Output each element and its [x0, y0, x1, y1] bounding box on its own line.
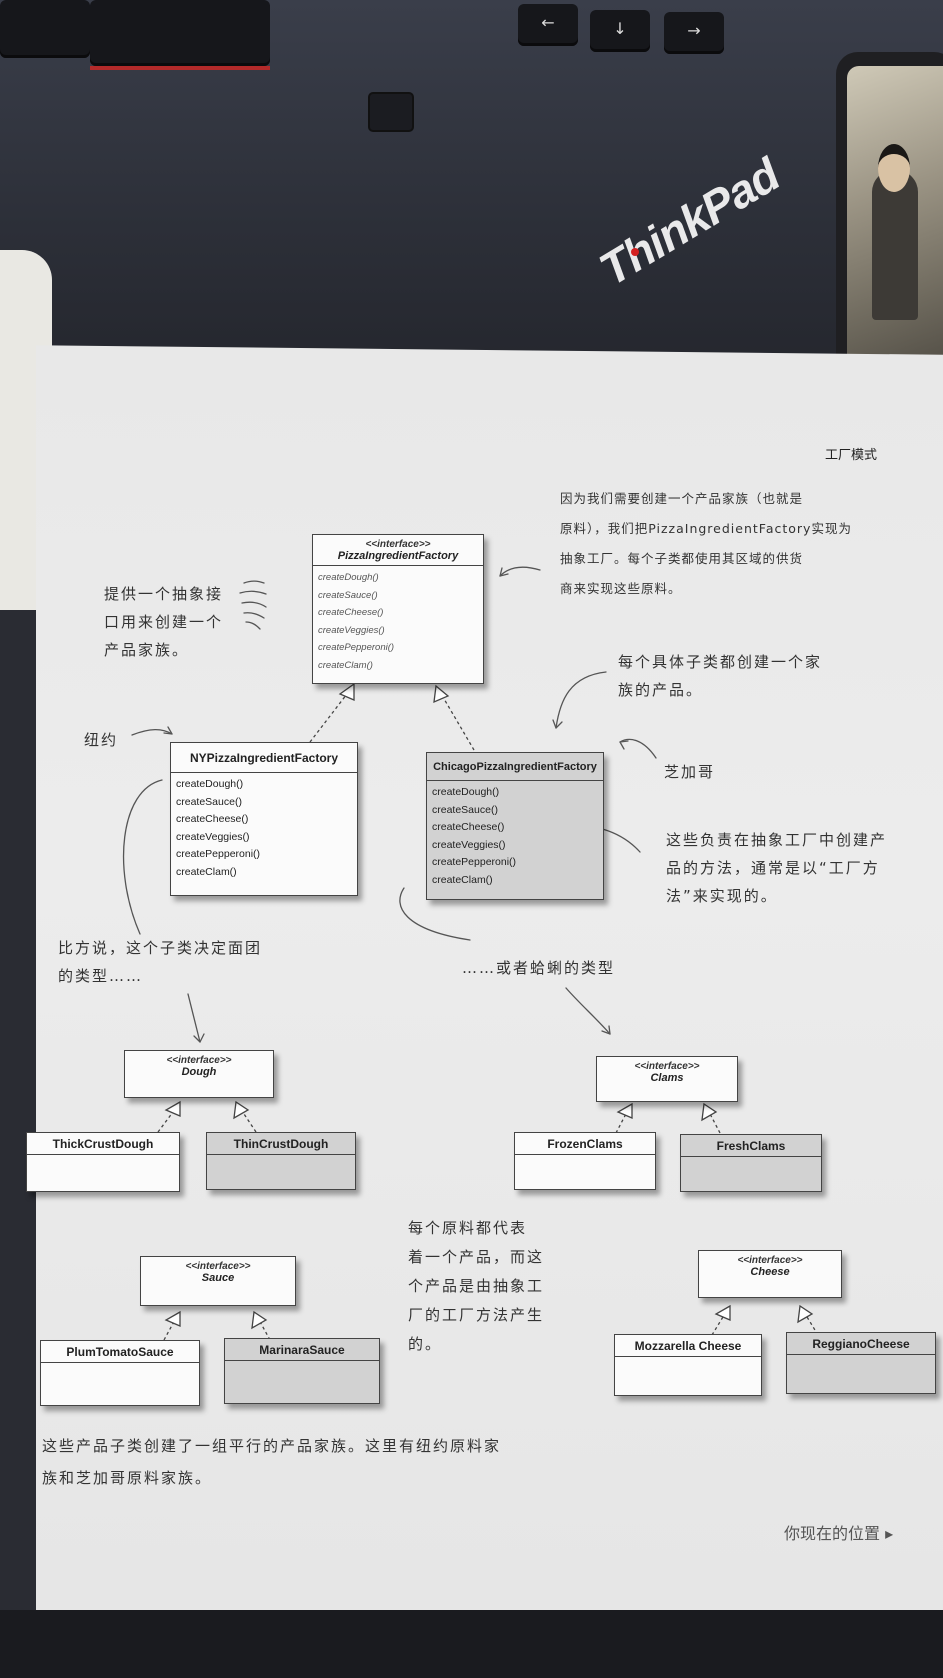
- annotation-each-subclass: 每个具体子类都创建一个家 族的产品。: [618, 648, 822, 704]
- phone-figure: [872, 170, 918, 320]
- annotation-line: 这些负责在抽象工厂中创建产: [666, 831, 888, 849]
- marinara-sauce-class: MarinaraSauce: [224, 1338, 380, 1404]
- class-name: Mozzarella Cheese: [615, 1335, 761, 1357]
- annotation-line: 着一个产品，而这: [408, 1248, 545, 1266]
- chapter-title: 工厂模式: [825, 448, 878, 463]
- mozzarella-cheese-class: Mozzarella Cheese: [614, 1334, 762, 1396]
- annotation-chicago: 芝加哥: [664, 763, 716, 781]
- method: createPepperoni(): [318, 642, 395, 653]
- annotation-line: 原料），我们把PizzaIngredientFactory实现为: [560, 521, 852, 536]
- annotation-new-york: 纽约: [84, 731, 119, 749]
- annotation-line: 每个具体子类都创建一个家: [618, 653, 823, 671]
- method: createClam(): [318, 659, 373, 671]
- method: createPepperoni(): [176, 848, 261, 860]
- method: createSauce(): [432, 803, 498, 816]
- method: createVeggies(): [432, 838, 506, 851]
- method: createPepperoni(): [432, 856, 517, 868]
- annotation-line: 口用来创建一个: [104, 613, 224, 631]
- annotation-dough-type: 比方说，这个子类决定面团 的类型……: [58, 934, 262, 990]
- thick-crust-dough-class: ThickCrustDough: [26, 1132, 180, 1192]
- annotation-line: 法”来实现的。: [666, 887, 778, 905]
- annotation-line: 族和芝加哥原料家族。: [42, 1469, 213, 1487]
- brand-dot: [631, 248, 639, 256]
- touchpad-red-line: [90, 66, 270, 70]
- stereotype-label: <<interface>>: [365, 539, 431, 550]
- annotation-line: 的类型……: [58, 967, 144, 985]
- interface-name: Clams: [650, 1072, 684, 1084]
- method: createClam(): [176, 865, 237, 878]
- class-name: ReggianoCheese: [787, 1333, 935, 1355]
- annotation-factory-methods: 这些负责在抽象工厂中创建产 品的方法，通常是以“工厂方 法”来实现的。: [666, 826, 887, 910]
- annotation-line: 个产品是由抽象工: [408, 1277, 545, 1295]
- annotation-clams-type: ……或者蛤蜊的类型: [462, 959, 616, 977]
- stereotype-label: <<interface>>: [166, 1055, 232, 1066]
- annotation-line: 每个原料都代表: [408, 1219, 528, 1237]
- annotation-product-explanation: 每个原料都代表 着一个产品，而这 个产品是由抽象工 厂的工厂方法产生 的。: [408, 1214, 544, 1359]
- stereotype-label: <<interface>>: [634, 1061, 700, 1072]
- you-are-here-link[interactable]: 你现在的位置 ▸: [784, 1524, 894, 1543]
- annotation-line: 厂的工厂方法产生: [408, 1306, 545, 1324]
- method: createClam(): [432, 873, 493, 886]
- fingerprint-reader: [368, 92, 414, 132]
- method: createVeggies(): [176, 830, 250, 843]
- cheese-interface: <<interface>> Cheese: [698, 1250, 842, 1298]
- annotation-line: 商来实现这些原料。: [560, 581, 682, 596]
- fresh-clams-class: FreshClams: [680, 1134, 822, 1192]
- annotation-line: 的。: [408, 1335, 443, 1353]
- annotation-abstract-factory-reason: 因为我们需要创建一个产品家族（也就是 原料），我们把PizzaIngredien…: [560, 484, 852, 604]
- annotation-parallel-families: 这些产品子类创建了一组平行的产品家族。这里有纽约原料家 族和芝加哥原料家族。: [42, 1430, 501, 1494]
- clams-interface: <<interface>> Clams: [596, 1056, 738, 1102]
- keyboard-key: [90, 0, 270, 66]
- annotation-line: 品的方法，通常是以“工厂方: [666, 859, 880, 877]
- method: createDough(): [176, 778, 244, 790]
- dough-interface: <<interface>> Dough: [124, 1050, 274, 1098]
- arrow-key-right: →: [664, 12, 724, 54]
- class-name: ThinCrustDough: [207, 1133, 355, 1155]
- annotation-line: 提供一个抽象接: [104, 585, 224, 603]
- arrow-key-down: ↓: [590, 10, 650, 52]
- stereotype-label: <<interface>>: [737, 1255, 803, 1266]
- reggiano-cheese-class: ReggianoCheese: [786, 1332, 936, 1394]
- bottom-shadow: [0, 1610, 943, 1678]
- annotation-interface-purpose: 提供一个抽象接 口用来创建一个 产品家族。: [104, 580, 223, 664]
- method: createSauce(): [318, 589, 378, 601]
- annotation-line: 抽象工厂。每个子类都使用其区域的供货: [560, 551, 804, 566]
- class-name: PlumTomatoSauce: [41, 1341, 199, 1363]
- interface-name: PizzaIngredientFactory: [337, 550, 459, 562]
- interface-name: Dough: [181, 1066, 217, 1078]
- interface-name: Cheese: [750, 1266, 790, 1278]
- keyboard-key: [0, 0, 90, 58]
- class-name: NYPizzaIngredientFactory: [171, 743, 357, 773]
- annotation-line: 因为我们需要创建一个产品家族（也就是: [560, 491, 804, 506]
- method: createDough(): [318, 572, 379, 583]
- annotation-line: 产品家族。: [104, 641, 190, 659]
- class-name: ThickCrustDough: [27, 1133, 179, 1155]
- method: createCheese(): [432, 821, 505, 833]
- annotation-line: 这些产品子类创建了一组平行的产品家族。这里有纽约原料家: [42, 1437, 502, 1455]
- phone-figure-head: [878, 144, 910, 192]
- class-name: FrozenClams: [515, 1133, 655, 1155]
- pizza-ingredient-factory-interface: <<interface>> PizzaIngredientFactory cre…: [312, 534, 484, 684]
- chicago-pizza-ingredient-factory: ChicagoPizzaIngredientFactory createDoug…: [426, 752, 604, 900]
- class-name: FreshClams: [681, 1135, 821, 1157]
- method: createVeggies(): [318, 624, 385, 636]
- plum-tomato-sauce-class: PlumTomatoSauce: [40, 1340, 200, 1406]
- stereotype-label: <<interface>>: [185, 1261, 251, 1272]
- method: createCheese(): [176, 813, 249, 825]
- class-name: ChicagoPizzaIngredientFactory: [427, 753, 603, 781]
- ny-pizza-ingredient-factory: NYPizzaIngredientFactory createDough() c…: [170, 742, 358, 896]
- thin-crust-dough-class: ThinCrustDough: [206, 1132, 356, 1190]
- class-name: MarinaraSauce: [225, 1339, 379, 1361]
- arrow-key-left: ←: [518, 4, 578, 46]
- method: createCheese(): [318, 607, 384, 618]
- sauce-interface: <<interface>> Sauce: [140, 1256, 296, 1306]
- method: createSauce(): [176, 795, 242, 808]
- method: createDough(): [432, 786, 500, 798]
- frozen-clams-class: FrozenClams: [514, 1132, 656, 1190]
- annotation-line: 比方说，这个子类决定面团: [58, 939, 263, 957]
- interface-name: Sauce: [201, 1272, 235, 1284]
- annotation-line: 族的产品。: [618, 681, 704, 699]
